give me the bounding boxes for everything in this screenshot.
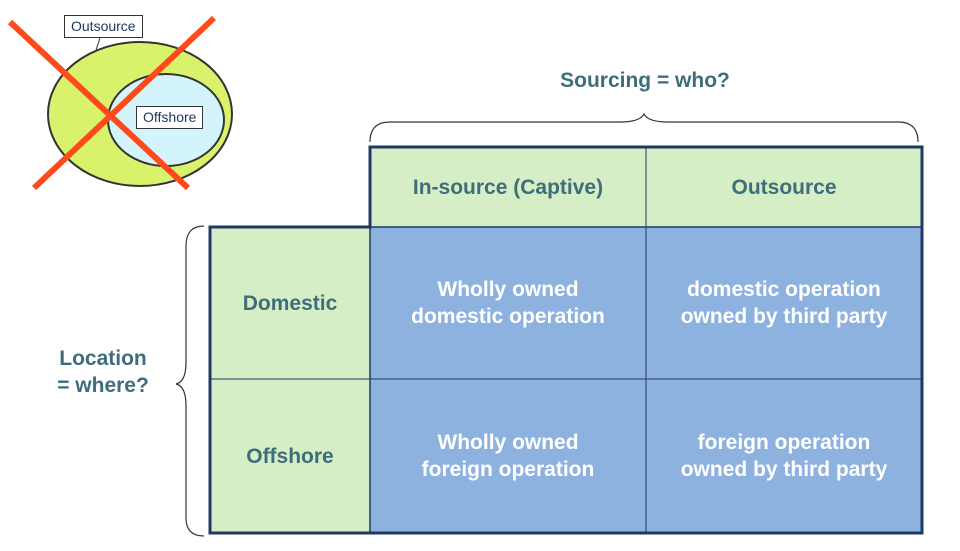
cell-offshore-outsource: foreign operation owned by third party — [646, 379, 922, 533]
row-header-offshore: Offshore — [210, 379, 370, 533]
sourcing-brace — [369, 112, 919, 143]
cell-domestic-outsource: domestic operation owned by third party — [646, 227, 922, 379]
cell-domestic-insource-text: Wholly owned domestic operation — [411, 278, 605, 328]
location-brace — [175, 225, 205, 537]
location-label: Location = where? — [40, 345, 166, 399]
venn-outsource-label: Outsource — [64, 15, 143, 38]
column-header-outsource: Outsource — [646, 147, 922, 227]
cell-domestic-outsource-text: domestic operation owned by third party — [680, 278, 888, 328]
location-label-line-1: Location — [59, 347, 147, 370]
cross-out-line-2 — [31, 15, 217, 191]
pointer-line — [95, 37, 101, 51]
row-header-domestic: Domestic — [210, 227, 370, 379]
cell-offshore-outsource-text: foreign operation owned by third party — [680, 431, 888, 481]
location-label-line-2: = where? — [57, 374, 149, 397]
venn-diagram: Outsource Offshore — [0, 0, 240, 200]
venn-offshore-label: Offshore — [136, 106, 204, 129]
sourcing-label: Sourcing = who? — [560, 69, 730, 92]
cell-domestic-insource: Wholly owned domestic operation — [370, 227, 646, 379]
cell-offshore-insource: Wholly owned foreign operation — [370, 379, 646, 533]
cell-offshore-insource-text: Wholly owned foreign operation — [421, 431, 595, 481]
column-header-insource: In-source (Captive) — [370, 147, 646, 227]
cross-out-line-1 — [7, 19, 191, 191]
